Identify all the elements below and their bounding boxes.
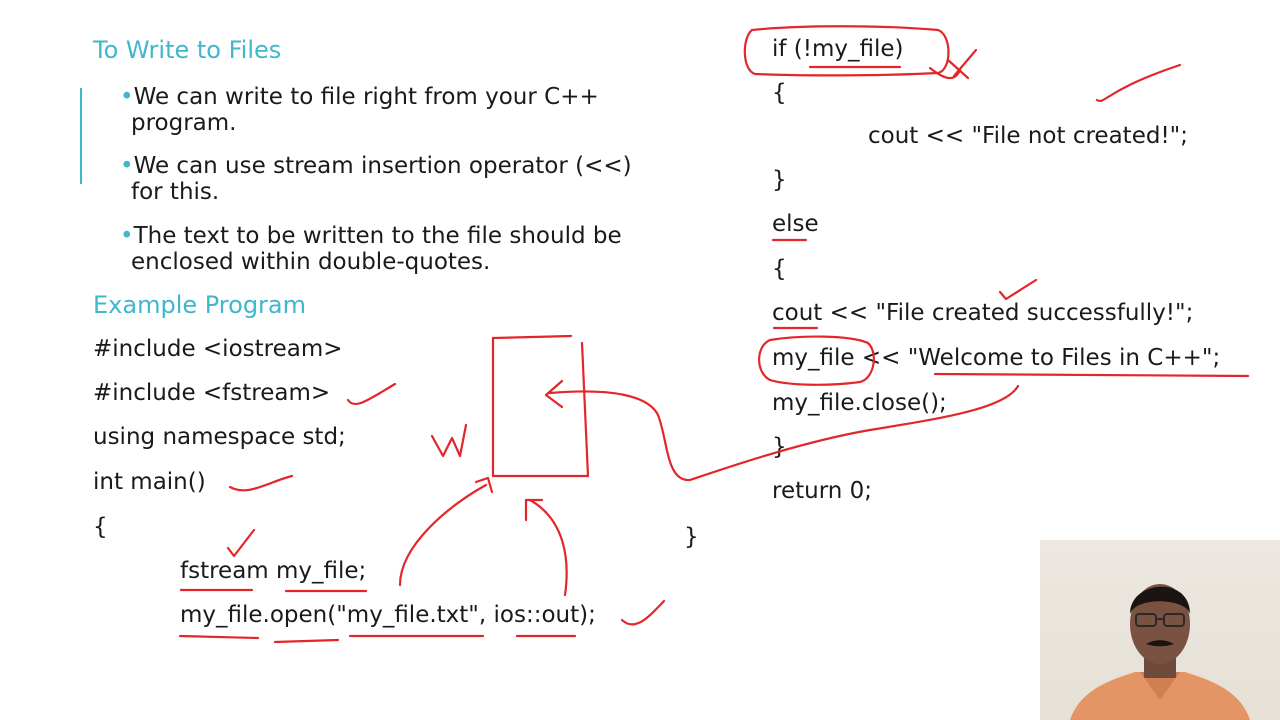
tick-open — [620, 599, 666, 626]
code-line-cout-not-created: cout << "File not created!"; — [868, 123, 1188, 149]
code-line-namespace: using namespace std; — [93, 424, 346, 450]
underline-welcome — [933, 372, 1250, 378]
code-line-if: if (!my_file) — [772, 36, 904, 62]
bullet-dot: • — [120, 153, 134, 179]
code-line-fstream-decl: fstream my_file; — [180, 558, 367, 584]
bullet-item-1: •We can write to file right from your C+… — [120, 84, 680, 136]
bullet-text: We can use stream insertion operator (<<… — [133, 153, 632, 179]
open-arrow-right-head — [524, 498, 544, 522]
code-line-else: else — [772, 211, 819, 237]
code-line-open-brace: { — [93, 514, 108, 540]
open-arrow-left — [398, 483, 488, 587]
w-letter — [430, 423, 468, 458]
code-line-return: return 0; — [772, 478, 873, 504]
code-line-write: my_file << "Welcome to Files in C++"; — [772, 345, 1221, 371]
tick-decl — [226, 528, 256, 558]
write-arrow-head — [544, 379, 564, 409]
code-line-if-open-brace: { — [772, 80, 787, 106]
code-line-open-call: my_file.open("my_file.txt", ios::out); — [180, 602, 596, 628]
accent-bar — [80, 88, 82, 184]
code-line-main: int main() — [93, 469, 206, 495]
bullet-text-cont: enclosed within double-quotes. — [131, 249, 491, 275]
bullet-text: The text to be written to the file shoul… — [133, 223, 622, 249]
code-line-else-open-brace: { — [772, 256, 787, 282]
code-line-if-close-brace: } — [772, 167, 787, 193]
code-line-include-fstream: #include <fstream> — [93, 380, 331, 406]
presenter-figure-icon — [1070, 584, 1250, 720]
slide-heading: To Write to Files — [93, 36, 282, 64]
code-line-close: my_file.close(); — [772, 390, 947, 416]
tick-main — [228, 474, 294, 492]
bullet-item-3: •The text to be written to the file shou… — [120, 223, 680, 275]
underline-myfile-open — [178, 634, 260, 640]
bullet-text: We can write to file right from your C++ — [133, 84, 599, 110]
bullet-item-2: •We can use stream insertion operator (<… — [120, 153, 680, 205]
tick-top-right — [1095, 63, 1182, 102]
file-box-sketch — [491, 334, 590, 478]
bullet-dot: • — [120, 84, 134, 110]
bullet-text-cont: for this. — [131, 179, 220, 205]
tick-fstream — [346, 382, 397, 406]
tick-created — [998, 278, 1038, 301]
code-line-include-iostream: #include <iostream> — [93, 336, 343, 362]
cross-if — [928, 48, 978, 80]
webcam-presenter — [1040, 540, 1280, 720]
code-line-cout-created: cout << "File created successfully!"; — [772, 300, 1194, 326]
bullet-dot: • — [120, 223, 134, 249]
open-arrow-left-head — [474, 476, 494, 494]
code-line-else-close-brace: } — [772, 434, 787, 460]
underline-open — [273, 638, 340, 644]
code-line-main-close-brace: } — [684, 524, 699, 550]
open-arrow-right — [528, 498, 568, 597]
bullet-text-cont: program. — [131, 110, 237, 136]
example-heading: Example Program — [93, 291, 307, 319]
